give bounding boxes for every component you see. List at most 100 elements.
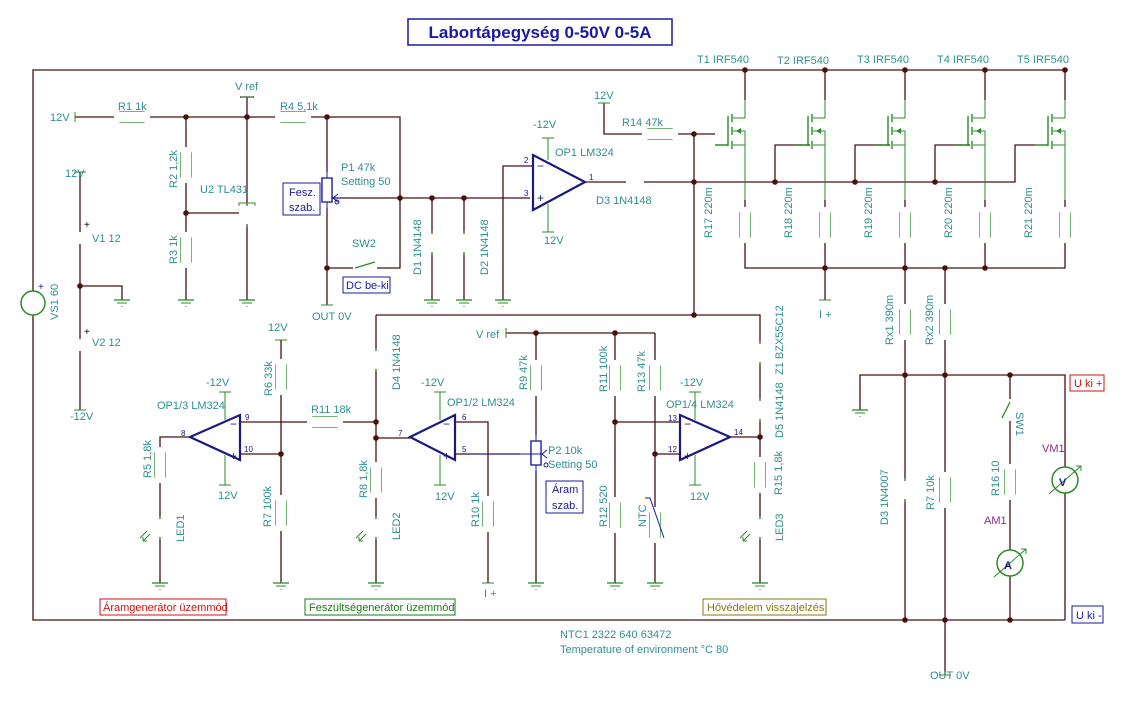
label-led3: LED3 xyxy=(774,513,786,541)
gap xyxy=(626,174,644,190)
gap xyxy=(820,207,830,243)
label-out0v-bottom: OUT 0V xyxy=(930,670,970,682)
mosfet-body xyxy=(715,114,733,149)
junction-dot xyxy=(1007,372,1013,378)
junction-dot xyxy=(742,67,748,73)
label-r4: R4 5,1k xyxy=(280,101,318,113)
thermal-box xyxy=(702,598,827,616)
junction-dot xyxy=(324,265,330,271)
label-r20: R20 220m xyxy=(943,187,955,238)
label-iplus-bottom: I + xyxy=(484,588,497,600)
junction-dot xyxy=(183,210,189,216)
ground-icon xyxy=(647,582,663,590)
mosfet-arrow xyxy=(1056,128,1061,134)
label-r12: R12 520 xyxy=(598,485,610,527)
mosfet-arrow xyxy=(736,128,741,134)
junction-dot xyxy=(373,435,379,441)
wire xyxy=(32,69,1066,300)
label-op13-neg: -12V xyxy=(206,377,230,389)
gap xyxy=(1005,464,1015,500)
mosfet-icon xyxy=(1035,100,1066,200)
gap xyxy=(371,462,381,498)
label-r14: R14 47k xyxy=(622,117,663,129)
junction-dot xyxy=(691,179,697,185)
label-r17: R17 220m xyxy=(703,187,715,238)
zener-bar xyxy=(238,202,256,206)
gap xyxy=(980,207,990,243)
label-12v-input: 12V xyxy=(50,112,70,124)
label-op12-neg: -12V xyxy=(421,377,445,389)
gap xyxy=(755,457,765,493)
gap xyxy=(650,507,660,543)
led-light-icon xyxy=(139,530,151,542)
minus-sign: − xyxy=(537,159,544,173)
gap xyxy=(307,417,343,427)
gap xyxy=(483,496,493,532)
junction-dot xyxy=(1062,67,1068,73)
pin-5: 5 xyxy=(462,445,467,454)
junction-dot xyxy=(533,330,539,336)
junction-dot xyxy=(852,179,858,185)
junction-dot xyxy=(932,179,938,185)
gap xyxy=(1060,207,1070,243)
ground-icon xyxy=(456,299,472,307)
label-led2: LED2 xyxy=(391,512,403,540)
opamp-op1 xyxy=(531,153,588,212)
label-op1-neg: -12V xyxy=(533,119,557,131)
junction-dot xyxy=(1007,617,1013,623)
junction-dot xyxy=(772,179,778,185)
label-rx1: Rx1 390m xyxy=(884,295,896,345)
led-light-icon xyxy=(355,530,367,542)
gap xyxy=(897,481,913,499)
pot-end-mark xyxy=(334,199,340,205)
junction-dot xyxy=(278,451,284,457)
pin-9: 9 xyxy=(245,413,250,422)
junction-dot xyxy=(183,114,189,120)
label-thermal: Hővédelem visszajelzés xyxy=(707,602,825,614)
pot-body xyxy=(530,440,542,466)
pin-6: 6 xyxy=(462,413,467,422)
junction-dot xyxy=(757,434,763,440)
label-op13-pos: 12V xyxy=(218,490,238,502)
label-p1: P1 47k xyxy=(341,162,376,174)
gap xyxy=(650,360,660,396)
junction-dot xyxy=(982,265,988,271)
mosfet-arrow xyxy=(816,128,821,134)
label-ntc: NTC xyxy=(637,504,649,527)
title-box xyxy=(407,18,673,46)
gap xyxy=(610,497,620,533)
gap xyxy=(900,304,910,340)
mosfet-icon xyxy=(795,100,826,200)
mosfet-arrow xyxy=(976,128,981,134)
gap xyxy=(740,207,750,243)
ground-icon xyxy=(114,299,130,307)
ground-icon xyxy=(528,582,544,590)
output-minus-terminal xyxy=(1071,605,1104,624)
mosfet-terminals xyxy=(973,100,986,200)
label-op1-pos: 12V xyxy=(544,235,564,247)
wire xyxy=(774,144,810,182)
label-r10: R10 1k xyxy=(470,492,482,527)
label-r7-10k: R7 10k xyxy=(925,475,937,510)
wire xyxy=(376,314,761,583)
junction-dot xyxy=(612,330,618,336)
label-r15: R15 1,8k xyxy=(773,450,785,495)
gap xyxy=(610,360,620,396)
label-dc-be-ki: DC be-ki xyxy=(346,280,389,292)
ground-icon xyxy=(273,582,289,590)
junction-dot xyxy=(77,283,83,289)
label-led1: LED1 xyxy=(175,514,187,542)
label-d1: D1 1N4148 xyxy=(412,219,424,275)
switch-sw2 xyxy=(354,261,376,269)
switch-sw1 xyxy=(1001,401,1011,419)
gap xyxy=(276,359,286,395)
opamp-op1-2 xyxy=(407,413,457,462)
wire xyxy=(934,144,970,182)
junction-dot xyxy=(461,195,467,201)
components: +++−+−+−+−+ xyxy=(20,96,1082,676)
gap xyxy=(752,344,768,362)
opamp-op1-4 xyxy=(678,413,733,462)
gap xyxy=(152,519,168,537)
label-op14-neg: -12V xyxy=(680,377,704,389)
label-v1: V1 12 xyxy=(92,233,121,245)
